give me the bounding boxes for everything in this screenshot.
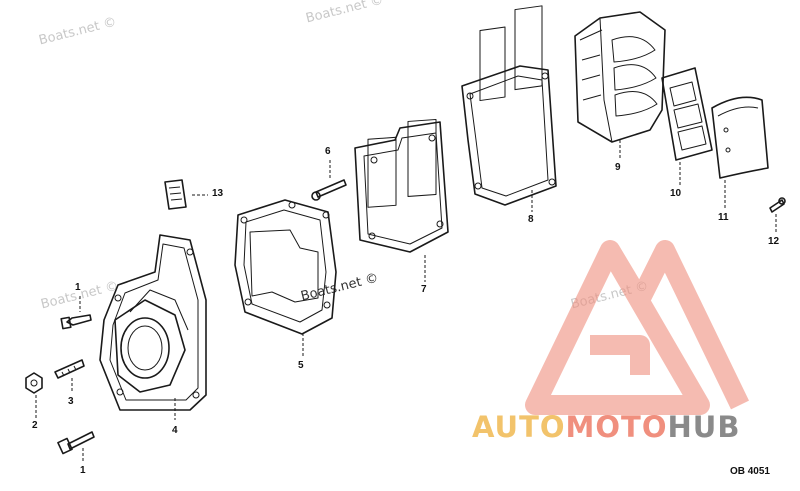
part-4-adapter [99,234,207,420]
callout-part-5: 5 [298,360,304,371]
part-2-nut [25,372,43,418]
part-6-screw [311,160,347,201]
part-8-gasket [461,5,557,212]
callout-part-2: 2 [32,420,38,431]
part-12-screw [769,197,786,232]
part-1-bolt-lower [57,431,95,462]
callout-part-1: 1 [80,465,86,476]
part-7-reed-plate [354,119,449,282]
callout-part-8: 8 [528,214,534,225]
part-11-reed-stop [711,96,769,208]
part-5-gasket [234,199,337,358]
callout-part-12: 12 [768,236,780,247]
callout-part-7: 7 [421,284,427,295]
part-10-reeds [661,67,713,186]
part-9-reed-block [574,11,666,160]
part-1-bolt-upper [60,296,92,330]
diagram-code: OB 4051 [729,466,770,477]
callout-part-10: 10 [670,188,682,199]
callout-part-3: 3 [68,396,74,407]
callout-part-4: 4 [172,425,178,436]
brand-part-moto: MOTO [565,410,668,444]
callout-part-11: 11 [718,212,729,223]
brand-logo-icon [525,240,750,415]
callout-part-6: 6 [325,146,331,157]
callout-part-1: 1 [75,282,81,293]
callout-part-13: 13 [212,188,224,199]
brand-wordmark: AUTOMOTOHUB [472,410,740,444]
brand-part-hub: HUB [667,410,741,444]
part-3-stud [54,359,85,393]
part-13-plate [164,179,208,210]
callout-part-9: 9 [615,162,621,173]
brand-part-auto: AUTO [472,410,566,444]
